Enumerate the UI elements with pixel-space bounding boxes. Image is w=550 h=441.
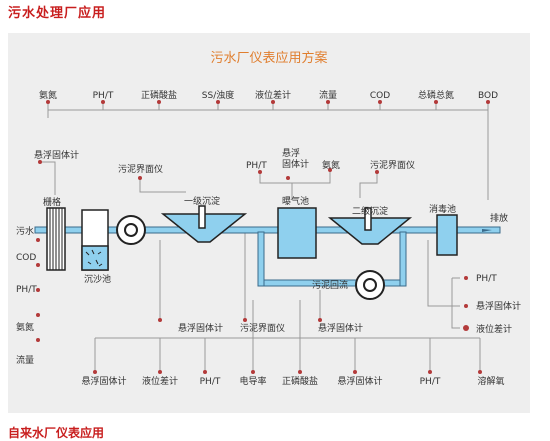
bottom-bus-link bbox=[252, 300, 301, 338]
disinfection-tank-unit bbox=[436, 214, 458, 256]
diagram-title: 污水厂仪表应用方案 bbox=[210, 51, 328, 66]
primary-drop bbox=[139, 178, 186, 193]
primary-clarifier-label: 一级沉淀 bbox=[184, 195, 220, 207]
footer-title: 自来水厂仪表应用 bbox=[8, 426, 105, 440]
mid-ss-label-2: 悬浮固体计 bbox=[318, 322, 363, 334]
screen-label: 栅格 bbox=[43, 196, 61, 208]
process-diagram: 氨氮 PH/T 正磷酸盐 SS/浊度 液位差计 流量 COD 总磷总氮 BOD … bbox=[16, 89, 521, 387]
primary-clarifier-unit bbox=[160, 205, 248, 243]
right-branch bbox=[427, 240, 460, 329]
bottom-label-6: PH/T bbox=[420, 377, 441, 387]
top-label-7: 总磷总氮 bbox=[418, 89, 454, 101]
aeration-ss-label: 悬浮固体计 bbox=[282, 147, 309, 170]
main-pipe-inflow bbox=[34, 226, 501, 234]
sludge-drop bbox=[257, 231, 265, 287]
top-label-2: 正磷酸盐 bbox=[141, 89, 177, 101]
bottom-label-2: PH/T bbox=[200, 377, 221, 387]
sludge-return-riser bbox=[399, 231, 407, 287]
page-title: 污水处理厂应用 bbox=[8, 6, 107, 21]
secondary-sludge-interface-label: 污泥界面仪 bbox=[370, 159, 415, 171]
discharge-label: 排放 bbox=[490, 212, 508, 224]
mid-ss-label-1: 悬浮固体计 bbox=[178, 322, 223, 334]
bottom-bus bbox=[94, 337, 481, 372]
left-input-3: 氨氮 bbox=[16, 321, 34, 333]
top-label-1: PH/T bbox=[93, 91, 114, 101]
right-output-0: PH/T bbox=[476, 274, 497, 284]
bottom-label-7: 溶解氧 bbox=[477, 375, 504, 387]
screen-unit bbox=[46, 207, 66, 271]
pump-2-icon bbox=[355, 270, 385, 300]
screen-ss-label: 悬浮固体计 bbox=[34, 149, 79, 161]
aeration-tank-unit bbox=[277, 207, 317, 259]
screen-drop bbox=[40, 161, 56, 195]
left-input-2: PH/T bbox=[16, 285, 37, 295]
top-label-3: SS/浊度 bbox=[202, 89, 234, 101]
secondary-drop bbox=[359, 172, 378, 198]
top-label-6: COD bbox=[370, 91, 390, 101]
bottom-label-3: 电导率 bbox=[239, 375, 266, 387]
aeration-tank-label: 曝气池 bbox=[282, 195, 309, 207]
right-output-1: 悬浮固体计 bbox=[476, 300, 521, 312]
top-label-0: 氨氮 bbox=[39, 89, 57, 101]
top-label-8: BOD bbox=[478, 91, 498, 101]
aeration-ph-label: PH/T bbox=[246, 161, 267, 171]
aeration-ammonia-label: 氨氮 bbox=[322, 159, 340, 171]
mid-drops bbox=[159, 230, 321, 320]
grit-chamber-unit bbox=[81, 209, 109, 271]
top-bus-line bbox=[48, 109, 489, 200]
left-input-1: COD bbox=[16, 253, 36, 263]
bottom-label-0: 悬浮固体计 bbox=[81, 375, 126, 387]
disinfection-tank-label: 消毒池 bbox=[429, 203, 456, 215]
mid-sludge-interface-label: 污泥界面仪 bbox=[240, 322, 285, 334]
left-input-4: 流量 bbox=[16, 354, 34, 366]
top-bus-drops bbox=[47, 102, 489, 110]
secondary-clarifier-label: 二级沉淀 bbox=[352, 205, 388, 217]
grit-chamber-label: 沉沙池 bbox=[84, 273, 111, 285]
secondary-clarifier-unit bbox=[327, 207, 413, 245]
left-input-0: 污水 bbox=[16, 225, 34, 237]
instrument-dots bbox=[36, 100, 490, 374]
top-label-5: 流量 bbox=[319, 89, 337, 101]
bottom-label-5: 悬浮固体计 bbox=[337, 375, 382, 387]
pump-1-icon bbox=[116, 215, 146, 245]
sludge-return-label: 污泥回流 bbox=[312, 279, 348, 291]
aeration-drops bbox=[259, 170, 331, 200]
flow-arrows bbox=[482, 229, 492, 232]
bottom-label-1: 液位差计 bbox=[142, 375, 178, 387]
primary-sludge-interface-label: 污泥界面仪 bbox=[118, 163, 163, 175]
right-output-2: 液位差计 bbox=[476, 323, 512, 335]
top-label-4: 液位差计 bbox=[255, 89, 291, 101]
bottom-label-4: 正磷酸盐 bbox=[282, 375, 318, 387]
